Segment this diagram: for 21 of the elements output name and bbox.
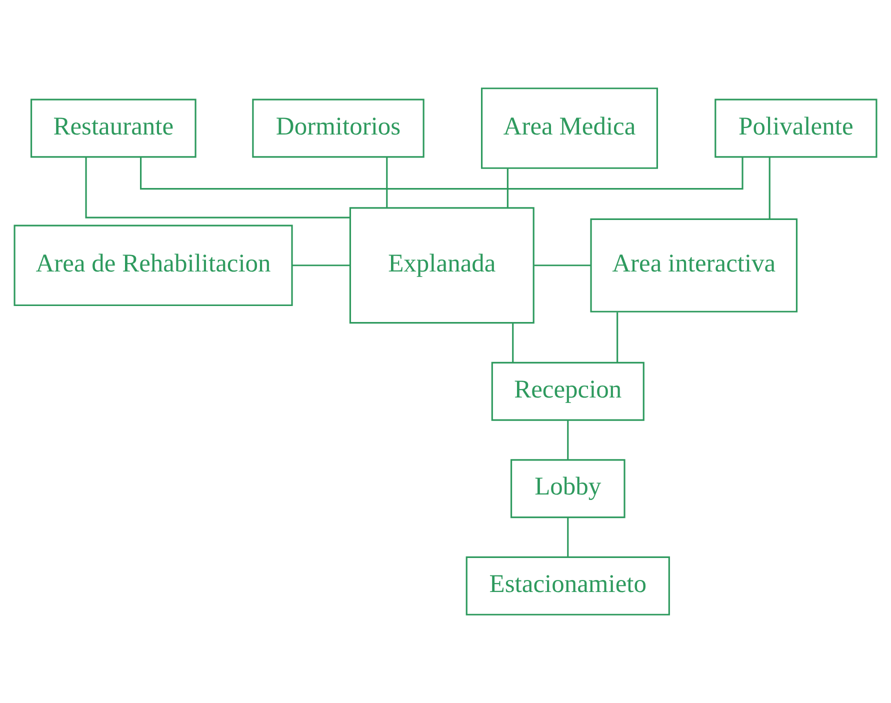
node-box: Estacionamieto — [466, 556, 670, 616]
connector — [567, 518, 569, 557]
connector — [768, 157, 770, 220]
connector — [616, 312, 618, 362]
connector — [567, 420, 569, 460]
node-box: Dormitorios — [252, 98, 424, 158]
node-box: Restaurante — [30, 98, 196, 158]
connector — [386, 157, 388, 208]
node-box: Explanada — [349, 207, 534, 324]
connector — [534, 264, 591, 266]
connector — [292, 264, 350, 266]
connector — [85, 157, 350, 218]
node-box: Recepcion — [491, 362, 644, 421]
node-box: Lobby — [510, 459, 626, 518]
connector — [140, 157, 744, 190]
connector — [512, 323, 514, 362]
node-box: Area interactiva — [590, 218, 798, 312]
node-box: Area de Rehabilitacion — [14, 224, 293, 306]
connector — [506, 168, 508, 208]
node-box: Polivalente — [714, 98, 878, 158]
node-box: Area Medica — [480, 88, 658, 169]
